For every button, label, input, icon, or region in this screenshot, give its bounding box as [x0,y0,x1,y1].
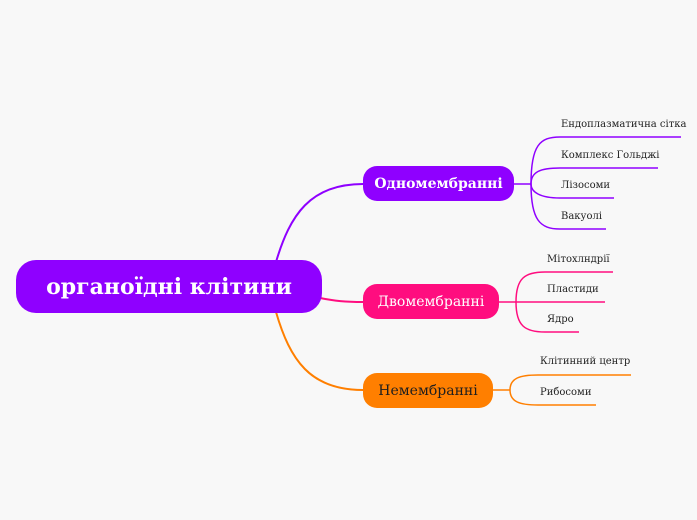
leaf-ribosomes[interactable]: Рибосоми [540,387,592,398]
leaf-plastids[interactable]: Пластиди [547,284,599,295]
leaf-nucleus[interactable]: Ядро [547,314,574,325]
leaf-mitochondria[interactable]: Мітохлндрії [547,254,610,265]
leaf-endoplasmic-reticulum[interactable]: Ендоплазматична сітка [561,119,687,130]
connector-root-b2 [319,297,364,303]
root-topic[interactable]: органоїдні клітини [16,260,322,313]
branch-1-connectors [514,136,681,230]
branch-non-membrane[interactable]: Немембранні [363,373,493,408]
leaf-golgi-complex[interactable]: Комплекс Гольджі [561,150,660,161]
branch-3-connectors [493,374,631,406]
branch-2-connectors [499,271,613,333]
branch-double-membrane[interactable]: Двомембранні [363,284,499,319]
connector-root-b3 [275,311,364,391]
leaf-lysosomes[interactable]: Лізосоми [561,180,611,191]
branch-single-membrane[interactable]: Одномембранні [363,166,514,201]
leaf-cell-center[interactable]: Клітинний центр [540,356,631,367]
leaf-vacuoles[interactable]: Вакуолі [561,211,603,222]
connector-root-b1 [275,183,364,263]
